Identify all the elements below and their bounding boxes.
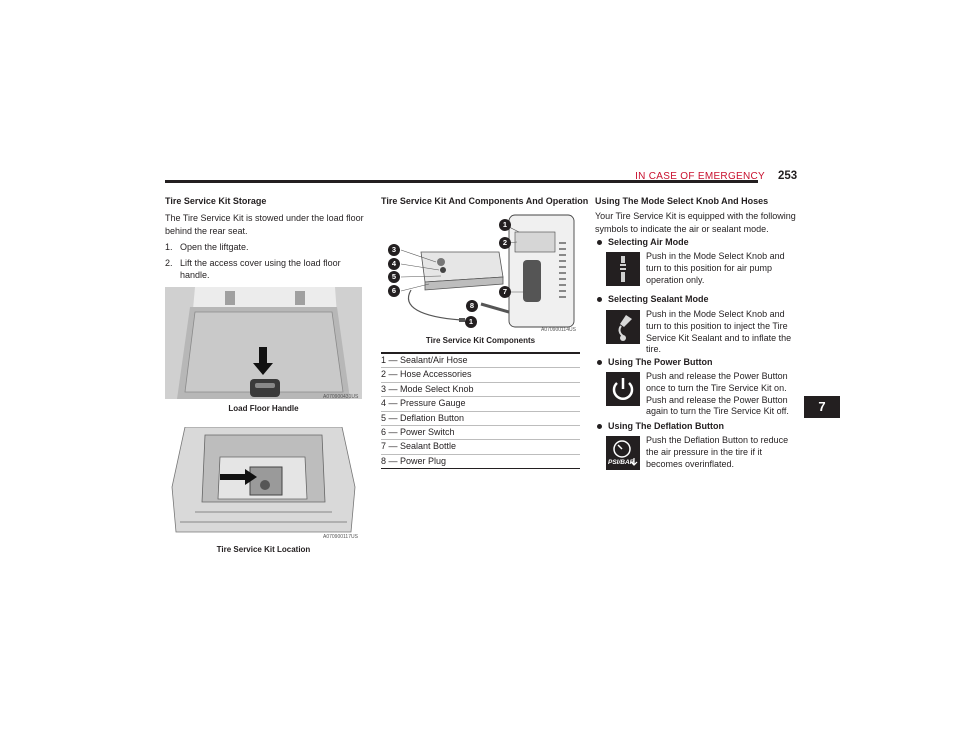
column-storage: Tire Service Kit Storage The Tire Servic… (165, 196, 365, 282)
storage-heading: Tire Service Kit Storage (165, 196, 267, 206)
sealant-mode-text: Push in the Mode Select Knob and turn to… (646, 309, 792, 355)
load-floor-handle-figure (165, 287, 362, 399)
callout-2: 2 (499, 237, 511, 249)
step-item: 2.Lift the access cover using the load f… (165, 257, 341, 281)
mode-select-heading: Using The Mode Select Knob And Hoses (595, 196, 769, 206)
header-rule (165, 180, 758, 183)
legend-row: 1 — Sealant/Air Hose (381, 352, 580, 369)
legend-row: 5 — Deflation Button (381, 412, 580, 426)
components-heading: Tire Service Kit And Components And Oper… (381, 196, 589, 206)
fig2-caption: Tire Service Kit Location (216, 545, 311, 554)
running-header-section: IN CASE OF EMERGENCY (635, 171, 765, 182)
legend-row: 2 — Hose Accessories (381, 368, 580, 383)
legend-row: 4 — Pressure Gauge (381, 397, 580, 412)
legend-row: 3 — Mode Select Knob (381, 383, 580, 398)
air-mode-title: Selecting Air Mode (595, 237, 689, 247)
step-item: 1.Open the liftgate. (165, 242, 249, 252)
tire-service-kit-components-figure: 1 2 3 4 5 6 7 8 1 (381, 212, 580, 334)
fig1-code: A070900431US (323, 394, 359, 400)
tire-service-kit-location-figure (165, 427, 362, 539)
deflation-icon: PSI/BAR (606, 436, 640, 470)
deflation-button-title: Using The Deflation Button (595, 421, 724, 431)
chapter-tab: 7 (804, 396, 840, 418)
deflation-button-text: Push the Deflation Button to reduce the … (646, 435, 789, 469)
fig2-code: A070900117US (323, 534, 358, 540)
power-icon (606, 372, 640, 406)
callout-6: 6 (388, 285, 400, 297)
callout-3: 3 (388, 244, 400, 256)
sealant-mode-title: Selecting Sealant Mode (595, 294, 709, 304)
fig3-code: A070900114US (541, 327, 576, 333)
power-button-text: Push and release the Power Button once t… (646, 371, 789, 417)
callout-1b: 1 (465, 316, 477, 328)
fig1-caption: Load Floor Handle (228, 404, 299, 413)
mode-select-intro: Your Tire Service Kit is equipped with t… (595, 211, 796, 234)
air-mode-icon (606, 252, 640, 286)
callout-7: 7 (499, 286, 511, 298)
callout-5: 5 (388, 271, 400, 283)
callout-1: 1 (499, 219, 511, 231)
callout-4: 4 (388, 258, 400, 270)
power-button-title: Using The Power Button (595, 357, 713, 367)
sealant-mode-icon (606, 310, 640, 344)
storage-intro: The Tire Service Kit is stowed under the… (165, 213, 364, 236)
legend-row: 7 — Sealant Bottle (381, 440, 580, 455)
callout-8: 8 (466, 300, 478, 312)
storage-steps: 1.Open the liftgate. 2.Lift the access c… (165, 241, 365, 282)
components-legend: 1 — Sealant/Air Hose 2 — Hose Accessorie… (381, 352, 580, 470)
psi-bar-label: PSI/BAR (608, 459, 635, 466)
legend-row: 8 — Power Plug (381, 455, 580, 470)
air-mode-text: Push in the Mode Select Knob and turn to… (646, 251, 785, 285)
page-number: 253 (778, 170, 798, 182)
legend-row: 6 — Power Switch (381, 426, 580, 441)
fig3-caption: Tire Service Kit Components (425, 336, 536, 345)
